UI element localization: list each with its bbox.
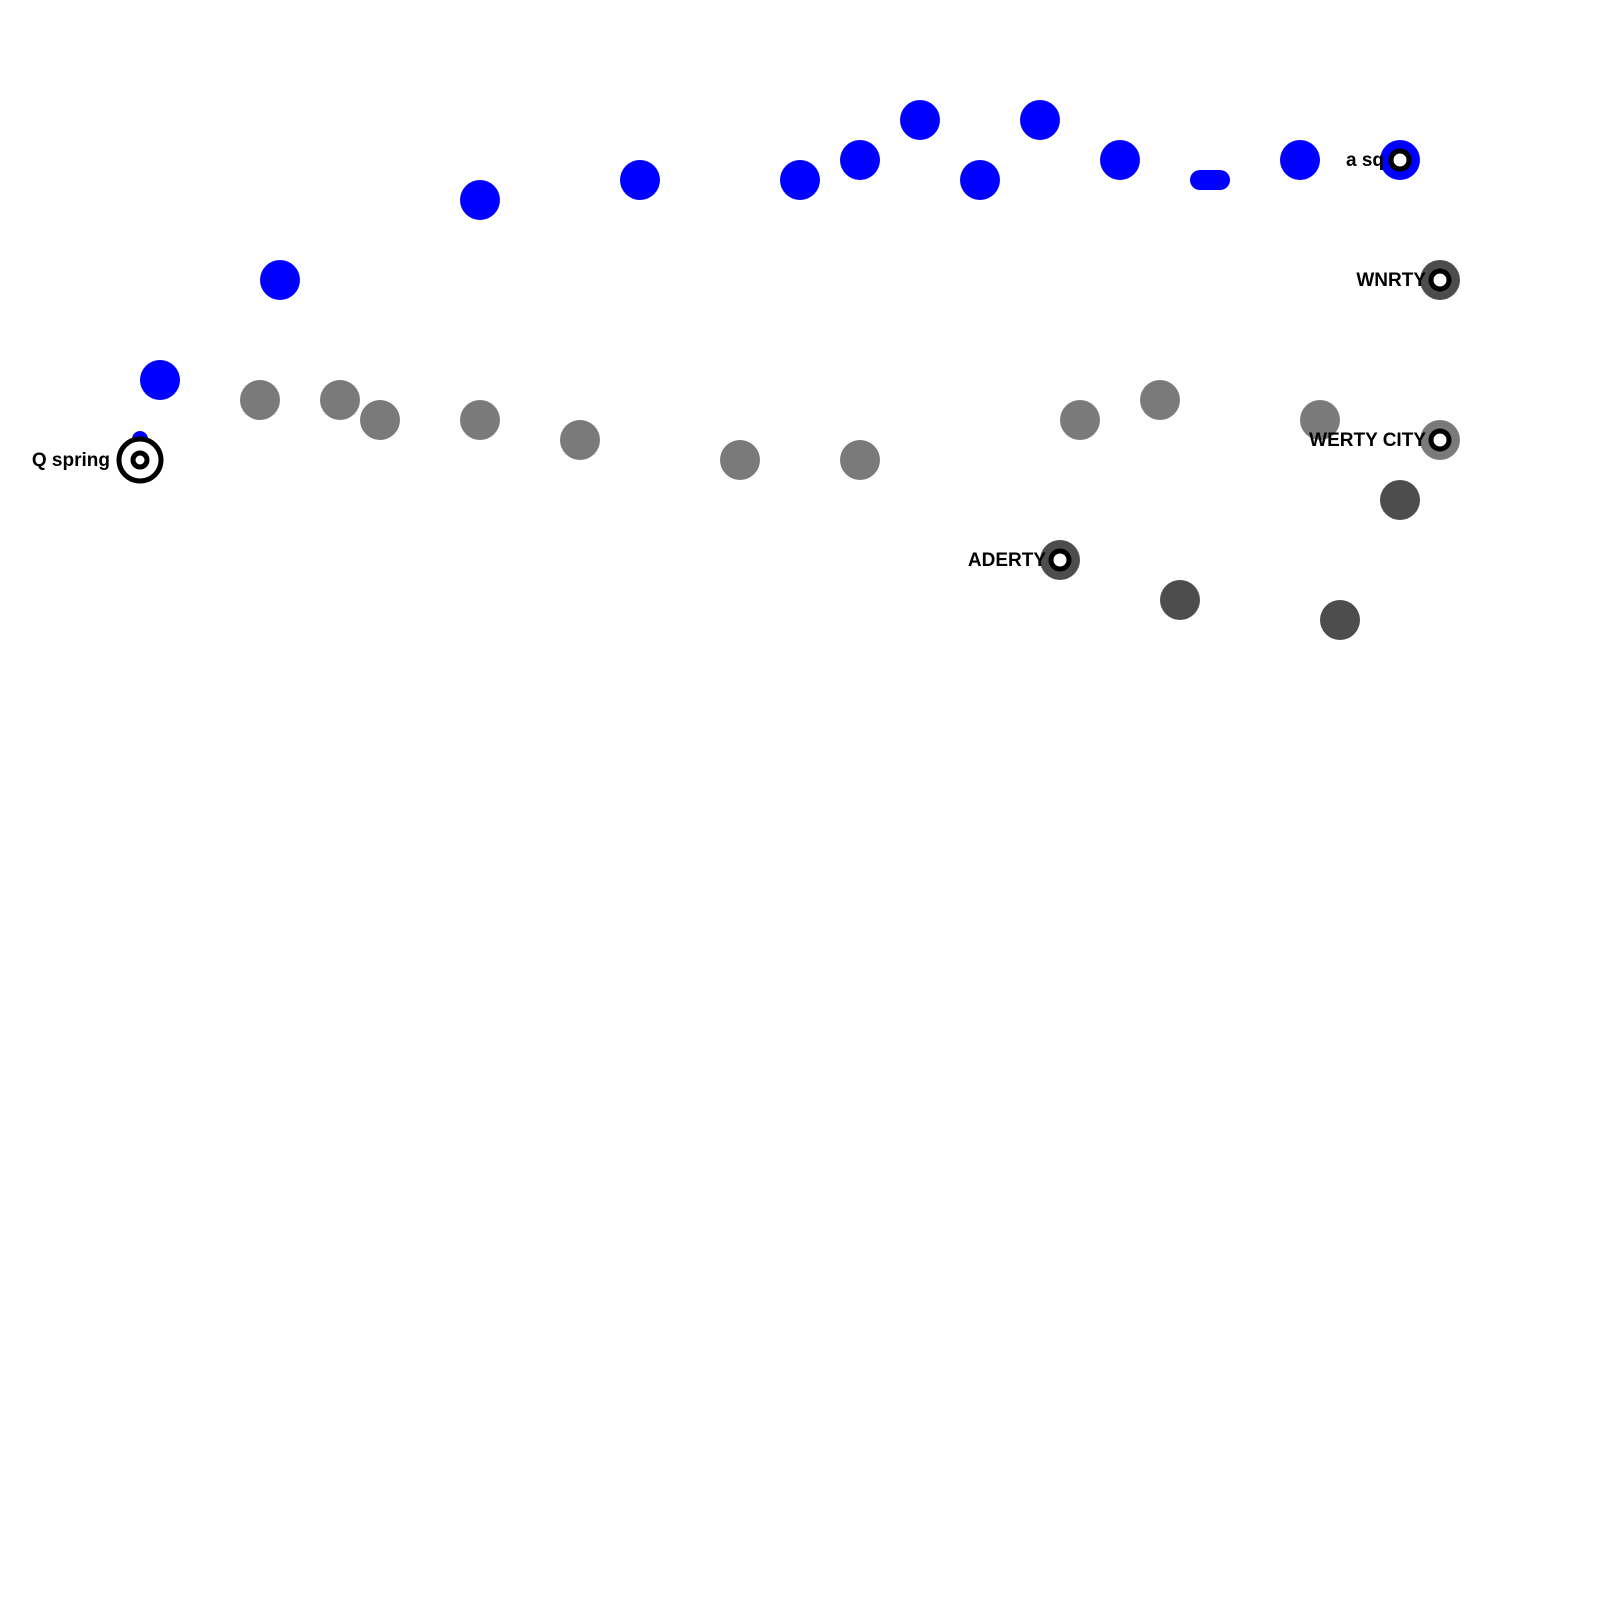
blue-line-stop[interactable] — [780, 160, 820, 200]
gray-line-stop[interactable] — [360, 400, 400, 440]
gray-line-stop[interactable] — [840, 440, 880, 480]
station-label-aderty: ADERTY — [968, 550, 1046, 571]
gray-line — [240, 380, 1460, 480]
blue-line-stop[interactable] — [260, 260, 300, 300]
blue-line-stop[interactable] — [960, 160, 1000, 200]
blue-line-stop[interactable] — [1100, 140, 1140, 180]
blue-line-stop[interactable] — [620, 160, 660, 200]
dark-line-stop[interactable] — [1160, 580, 1200, 620]
terminal-marker-icon — [1428, 428, 1452, 452]
station-label-q-spring: Q spring — [32, 450, 110, 471]
terminal-q-spring[interactable] — [116, 436, 164, 484]
blue-line-stop[interactable] — [1190, 170, 1230, 190]
blue-line-stop[interactable] — [900, 100, 940, 140]
terminal-werty-city[interactable] — [1428, 428, 1452, 452]
blue-line-stop[interactable] — [1020, 100, 1060, 140]
station-label-werty-city: WERTY CITY — [1309, 430, 1426, 451]
blue-line-stop[interactable] — [1280, 140, 1320, 180]
blue-line-stop[interactable] — [840, 140, 880, 180]
gray-line-stop[interactable] — [320, 380, 360, 420]
terminal-aderty[interactable] — [1048, 548, 1072, 572]
gray-line-stop[interactable] — [1060, 400, 1100, 440]
terminal-marker-icon — [1428, 268, 1452, 292]
blue-line-stop[interactable] — [460, 180, 500, 220]
dark-line-stop[interactable] — [1320, 600, 1360, 640]
gray-line-stop[interactable] — [560, 420, 600, 460]
terminal-marker-icon — [130, 450, 150, 470]
terminal-marker-icon — [1048, 548, 1072, 572]
station-label-a-sq: a sq — [1346, 150, 1384, 171]
terminal-marker-icon — [1388, 148, 1412, 172]
gray-line-stop[interactable] — [1140, 380, 1180, 420]
gray-line-stop[interactable] — [1300, 400, 1340, 440]
station-label-wnrty: WNRTY — [1356, 270, 1426, 291]
terminal-a-sq-overlay — [1388, 148, 1412, 172]
gray-line-stop[interactable] — [460, 400, 500, 440]
gray-line-stop[interactable] — [720, 440, 760, 480]
dark-line-stop[interactable] — [1380, 480, 1420, 520]
gray-line-stop[interactable] — [240, 380, 280, 420]
blue-line-stop[interactable] — [140, 360, 180, 400]
terminal-wnrty[interactable] — [1428, 268, 1452, 292]
